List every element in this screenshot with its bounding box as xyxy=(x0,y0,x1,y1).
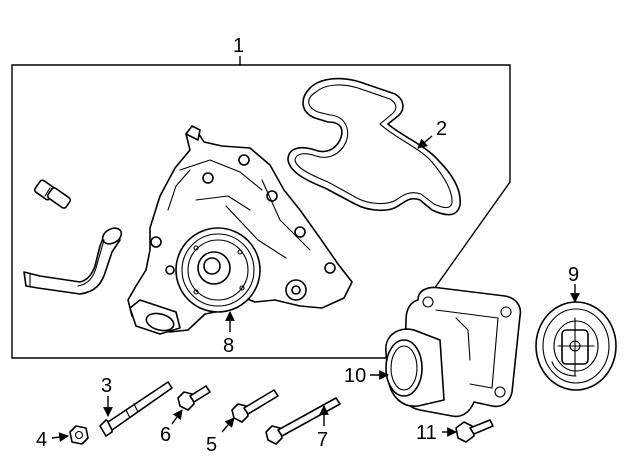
bolt-7 xyxy=(265,397,341,445)
gasket xyxy=(287,77,461,216)
leader-5 xyxy=(221,417,235,433)
stud-3 xyxy=(99,381,173,437)
callout-9: 9 xyxy=(568,264,579,286)
callout-6: 6 xyxy=(160,424,171,446)
callout-8: 8 xyxy=(223,335,234,357)
bolt-6 xyxy=(177,385,211,411)
callout-11: 11 xyxy=(416,422,437,444)
callout-2: 2 xyxy=(436,118,447,140)
callout-1: 1 xyxy=(233,35,244,57)
callout-10: 10 xyxy=(344,365,366,387)
water-pump xyxy=(127,125,353,335)
plug-fitting xyxy=(33,179,72,209)
leader-4 xyxy=(51,432,69,442)
bypass-pipe xyxy=(23,227,123,295)
callout-7: 7 xyxy=(317,429,328,451)
bolt-5 xyxy=(231,389,279,423)
thermostat-housing xyxy=(385,286,522,418)
leader-2 xyxy=(417,135,433,149)
callout-5: 5 xyxy=(206,434,217,456)
leader-6 xyxy=(171,409,183,425)
thermostat xyxy=(535,301,617,391)
callout-3: 3 xyxy=(101,375,112,397)
assembly-frame xyxy=(11,64,511,359)
nut-4 xyxy=(69,425,89,445)
callout-4: 4 xyxy=(36,429,47,451)
bolt-11 xyxy=(455,419,494,443)
